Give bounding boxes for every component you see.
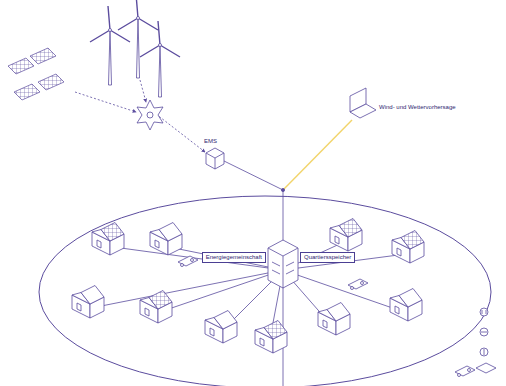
community-region — [39, 196, 491, 386]
house — [205, 311, 237, 344]
turbine-hub — [159, 44, 162, 47]
grid-line — [106, 246, 283, 270]
solar-panels — [8, 48, 64, 100]
annotation-label: Wind- und Wettervorhersage — [378, 104, 457, 111]
laptop-icon — [350, 88, 376, 118]
grid-line — [154, 270, 283, 314]
house — [150, 223, 182, 256]
turbine-hub — [109, 29, 112, 32]
electric-car — [348, 279, 368, 290]
storage-building — [268, 240, 298, 288]
electric-car — [455, 366, 475, 377]
label-box: Energiegemeinschaft — [202, 252, 266, 263]
label-text: Quartiersspeicher — [304, 254, 351, 261]
house — [92, 223, 124, 256]
supply-lines — [75, 80, 352, 386]
inverter-symbol — [137, 100, 163, 130]
legend-icons — [476, 308, 496, 373]
label-box: Quartiersspeicher — [300, 252, 355, 263]
turbine-tower — [109, 30, 112, 85]
house — [390, 289, 422, 322]
electric-car — [178, 256, 198, 267]
grid-lines — [86, 242, 406, 344]
solar-panel — [8, 58, 34, 74]
turbine-blades — [140, 21, 180, 57]
turbine-hub — [137, 17, 140, 20]
house — [140, 291, 172, 324]
wind-turbines — [90, 0, 180, 97]
turbine-tower — [137, 18, 140, 78]
grid-line — [86, 270, 283, 309]
house — [72, 286, 104, 319]
turbine-blades — [118, 0, 158, 30]
solar-panel — [38, 74, 64, 90]
house — [330, 219, 362, 252]
label-text: Energiegemeinschaft — [206, 254, 262, 261]
grid-line — [164, 246, 283, 270]
turbine-tower — [159, 45, 162, 97]
turbine-blades — [90, 6, 130, 42]
annotation-label: EMS — [203, 138, 218, 145]
house — [392, 231, 424, 264]
house — [255, 321, 287, 354]
houses — [72, 219, 475, 377]
house — [318, 303, 350, 336]
solar-panel — [14, 84, 40, 100]
solar-panel — [30, 48, 56, 64]
ems-unit — [206, 148, 224, 169]
